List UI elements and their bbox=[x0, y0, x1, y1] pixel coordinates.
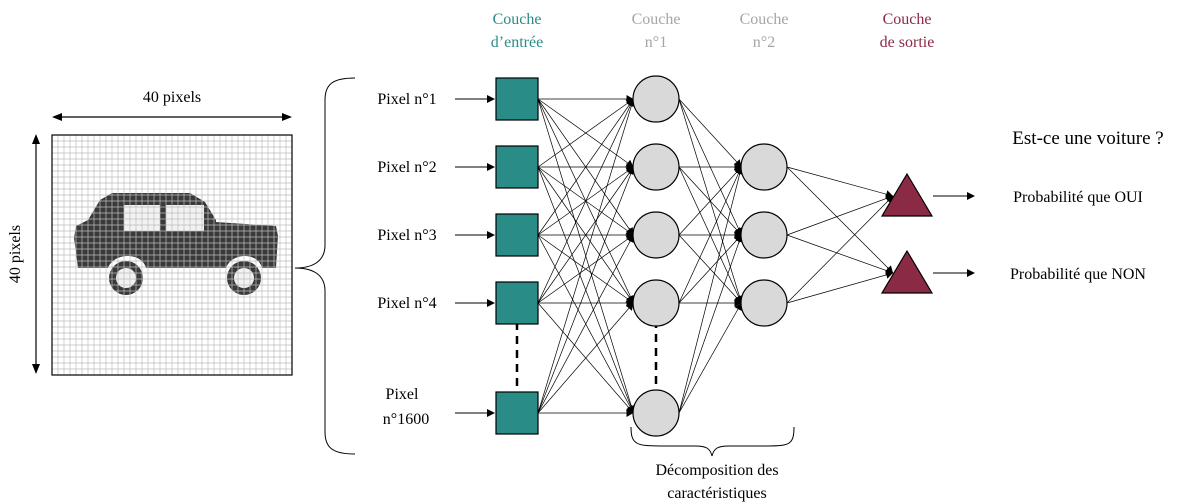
layer-header-hidden1: Couche n°1 bbox=[632, 11, 681, 51]
layer-input-line2: d’entrée bbox=[491, 34, 543, 51]
edge-h1-5-h2-1 bbox=[678, 166, 744, 414]
pixel-grid bbox=[51, 134, 293, 376]
grid-lines bbox=[52, 135, 292, 375]
width-dimension: 40 pixels bbox=[52, 89, 292, 121]
edge-h2-1-out-1 bbox=[786, 166, 894, 199]
layer-input-line1: Couche bbox=[493, 11, 542, 28]
edge-in5-h1-2 bbox=[537, 166, 635, 414]
edge-in5-h1-4 bbox=[537, 302, 634, 414]
input-label-5-line2: n°1600 bbox=[383, 411, 429, 428]
input-arrows bbox=[455, 95, 495, 417]
edge-h1-4-h2-2 bbox=[678, 234, 742, 304]
layer-header-input: Couche d’entrée bbox=[491, 11, 543, 51]
edge-h1-1-h2-1 bbox=[678, 98, 742, 168]
input-label-1: Pixel n°1 bbox=[377, 91, 436, 108]
layer-hidden1-line1: Couche bbox=[632, 11, 681, 28]
hidden1-node-5 bbox=[632, 389, 680, 437]
output-label-yes: Probabilité que OUI bbox=[1013, 189, 1143, 206]
hidden2-node-3 bbox=[740, 279, 788, 327]
edge-h2-3-out-1 bbox=[786, 195, 894, 304]
layer-hidden1-line2: n°1 bbox=[645, 34, 667, 51]
hidden1-node-4 bbox=[632, 279, 680, 327]
height-label: 40 pixels bbox=[7, 225, 24, 283]
input-node-1 bbox=[495, 77, 539, 121]
network-nodes bbox=[495, 75, 934, 437]
input-labels: Pixel n°1 Pixel n°2 Pixel n°3 Pixel n°4 … bbox=[377, 91, 436, 428]
hidden2-node-2 bbox=[740, 211, 788, 259]
edge-h2-1-out-2 bbox=[786, 166, 894, 274]
features-bracket bbox=[630, 426, 795, 457]
hidden1-node-1 bbox=[632, 75, 680, 123]
input-node-2 bbox=[495, 145, 539, 189]
hidden1-node-3 bbox=[632, 211, 680, 259]
output-label-no: Probabilité que NON bbox=[1010, 266, 1146, 283]
input-label-4: Pixel n°4 bbox=[377, 295, 436, 312]
input-bracket bbox=[294, 77, 356, 455]
edge-h1-5-h2-3 bbox=[678, 302, 742, 414]
width-label: 40 pixels bbox=[143, 89, 201, 106]
question-text: Est-ce une voiture ? bbox=[1012, 128, 1163, 149]
network-connections bbox=[537, 95, 894, 417]
layer-output-line1: Couche bbox=[883, 11, 932, 28]
hidden1-node-2 bbox=[632, 143, 680, 191]
height-dimension: 40 pixels bbox=[7, 134, 40, 374]
layer-header-output: Couche de sortie bbox=[880, 11, 935, 51]
edge-in3-h1-1 bbox=[537, 98, 634, 236]
output-arrows bbox=[933, 192, 975, 277]
features-caption-line2: caractéristiques bbox=[667, 485, 767, 502]
layer-header-hidden2: Couche n°2 bbox=[740, 11, 789, 51]
input-label-3: Pixel n°3 bbox=[377, 227, 436, 244]
edge-h2-3-out-2 bbox=[786, 271, 894, 304]
output-node-2 bbox=[880, 249, 934, 294]
pixel-image-panel: 40 pixels 40 pixels bbox=[7, 89, 293, 376]
edge-in4-h1-2 bbox=[537, 166, 634, 304]
edge-in2-h1-1 bbox=[537, 98, 634, 168]
layer-output-line2: de sortie bbox=[880, 34, 935, 51]
edge-h2-2-out-1 bbox=[786, 194, 894, 236]
input-label-5-line1: Pixel bbox=[386, 386, 419, 403]
input-label-2: Pixel n°2 bbox=[377, 159, 436, 176]
layer-hidden2-line2: n°2 bbox=[753, 34, 775, 51]
output-node-1 bbox=[880, 172, 934, 217]
input-node-3 bbox=[495, 213, 539, 257]
features-caption-line1: Décomposition des bbox=[655, 462, 778, 479]
edge-in5-h1-1 bbox=[537, 98, 636, 414]
edge-in4-h1-3 bbox=[537, 234, 634, 304]
grid-border bbox=[51, 134, 293, 376]
input-node-5 bbox=[495, 391, 539, 435]
edge-h1-4-h2-1 bbox=[678, 166, 743, 304]
layer-hidden2-line1: Couche bbox=[740, 11, 789, 28]
edge-in4-h1-1 bbox=[537, 98, 635, 304]
edge-h1-5-h2-2 bbox=[678, 234, 743, 414]
edge-h2-2-out-2 bbox=[786, 234, 894, 275]
edge-in5-h1-3 bbox=[537, 234, 634, 414]
hidden2-node-1 bbox=[740, 143, 788, 191]
edge-h1-3-h2-1 bbox=[678, 166, 742, 236]
input-node-4 bbox=[495, 281, 539, 325]
